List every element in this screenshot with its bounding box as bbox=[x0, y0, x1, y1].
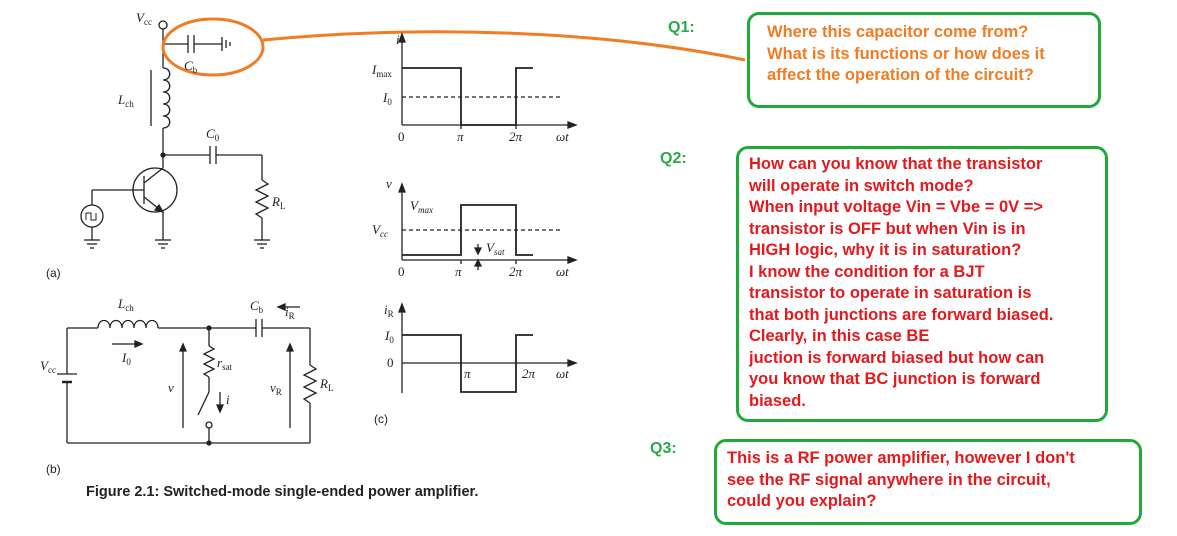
tick-0-c1: 0 bbox=[398, 129, 405, 144]
lch-label-a: Lch bbox=[117, 92, 134, 109]
tick-2pi-c1: 2π bbox=[509, 129, 523, 144]
q3-line: see the RF signal anywhere in the circui… bbox=[727, 470, 1051, 489]
vsat-label: Vsat bbox=[486, 240, 505, 257]
q1-line: What is its functions or how does it bbox=[767, 44, 1045, 63]
lch-label-b: Lch bbox=[117, 296, 134, 313]
q2-line: you know that BC junction is forward bbox=[749, 370, 1041, 388]
v-label-b: v bbox=[168, 380, 174, 395]
cb-label-b: Cb bbox=[250, 298, 264, 315]
v-axis-label: v bbox=[386, 176, 392, 191]
q2-line: transistor to operate in saturation is bbox=[749, 284, 1032, 302]
figure-caption: Figure 2.1: Switched-mode single-ended p… bbox=[86, 484, 479, 500]
q2-line: When input voltage Vin = Vbe = 0V => bbox=[749, 198, 1044, 216]
imax-label: Imax bbox=[371, 62, 392, 79]
tick-pi-c1: π bbox=[457, 129, 464, 144]
tick-wt-c1: ωt bbox=[556, 129, 569, 144]
c0-label-a: C0 bbox=[206, 126, 220, 143]
label-b: (b) bbox=[46, 462, 61, 476]
vmax-label: Vmax bbox=[410, 198, 433, 215]
i-label-b: i bbox=[226, 392, 230, 407]
q2-line: HIGH logic, why it is in saturation? bbox=[749, 241, 1022, 259]
q2-line: that both junctions are forward biased. bbox=[749, 305, 1054, 324]
q1-line: affect the operation of the circuit? bbox=[767, 66, 1034, 84]
label-a: (a) bbox=[46, 266, 61, 280]
vcc-label-c2: Vcc bbox=[372, 222, 388, 239]
ir-axis-label: iR bbox=[384, 302, 394, 319]
rsat-label-b: rsat bbox=[217, 355, 233, 372]
tick-2pi-c3: 2π bbox=[522, 366, 536, 381]
q3-line: could you explain? bbox=[727, 492, 877, 510]
vcc-label-b: Vcc bbox=[40, 358, 56, 375]
q2-line: transistor is OFF but when Vin is in bbox=[749, 219, 1026, 238]
vr-label-b: vR bbox=[270, 380, 282, 397]
tick-pi-c2: π bbox=[455, 264, 462, 279]
cb-highlight-ellipse bbox=[161, 17, 265, 77]
q2-line: I know the condition for a BJT bbox=[749, 262, 985, 281]
tick-pi-c3: π bbox=[464, 366, 471, 381]
i-axis-label: i bbox=[396, 32, 400, 47]
i0-label-c1: I0 bbox=[382, 90, 392, 107]
q3-line: This is a RF power amplifier, however I … bbox=[727, 449, 1075, 467]
q1-label: Q1: bbox=[668, 19, 695, 36]
rl-label-b: RL bbox=[319, 376, 333, 393]
rl-label-a: RL bbox=[271, 194, 285, 211]
q3-label: Q3: bbox=[650, 440, 677, 457]
q1-line: Where this capacitor come from? bbox=[767, 23, 1029, 41]
q2-box: How can you know that the transistor wil… bbox=[736, 146, 1108, 422]
vcc-label-a: Vcc bbox=[136, 10, 152, 27]
cb-pointer-line bbox=[262, 30, 746, 62]
label-c: (c) bbox=[374, 412, 388, 426]
tick-0-c2: 0 bbox=[398, 264, 405, 279]
i0-label-b: I0 bbox=[121, 350, 131, 367]
q2-label: Q2: bbox=[660, 150, 687, 167]
waveform-load-current bbox=[398, 302, 578, 393]
cb-label-a: Cb bbox=[184, 58, 198, 75]
circuit-b bbox=[57, 303, 318, 446]
zero-label-c3: 0 bbox=[387, 355, 394, 370]
q2-line: biased. bbox=[749, 391, 806, 410]
waveform-voltage bbox=[398, 182, 578, 270]
ir-label-b: iR bbox=[285, 304, 295, 321]
q2-line: juction is forward biased but how can bbox=[749, 348, 1045, 367]
q2-line: How can you know that the transistor bbox=[749, 155, 1043, 173]
tick-wt-c3: ωt bbox=[556, 366, 569, 381]
tick-2pi-c2: 2π bbox=[509, 264, 523, 279]
circuit-a bbox=[80, 20, 270, 249]
q1-box: Where this capacitor come from? What is … bbox=[747, 12, 1101, 108]
q2-line: will operate in switch mode? bbox=[749, 176, 974, 195]
q2-line: Clearly, in this case BE bbox=[749, 327, 930, 345]
tick-wt-c2: ωt bbox=[556, 264, 569, 279]
q3-box: This is a RF power amplifier, however I … bbox=[714, 439, 1142, 525]
waveform-current bbox=[398, 32, 578, 129]
i0-label-c3: I0 bbox=[384, 328, 394, 345]
